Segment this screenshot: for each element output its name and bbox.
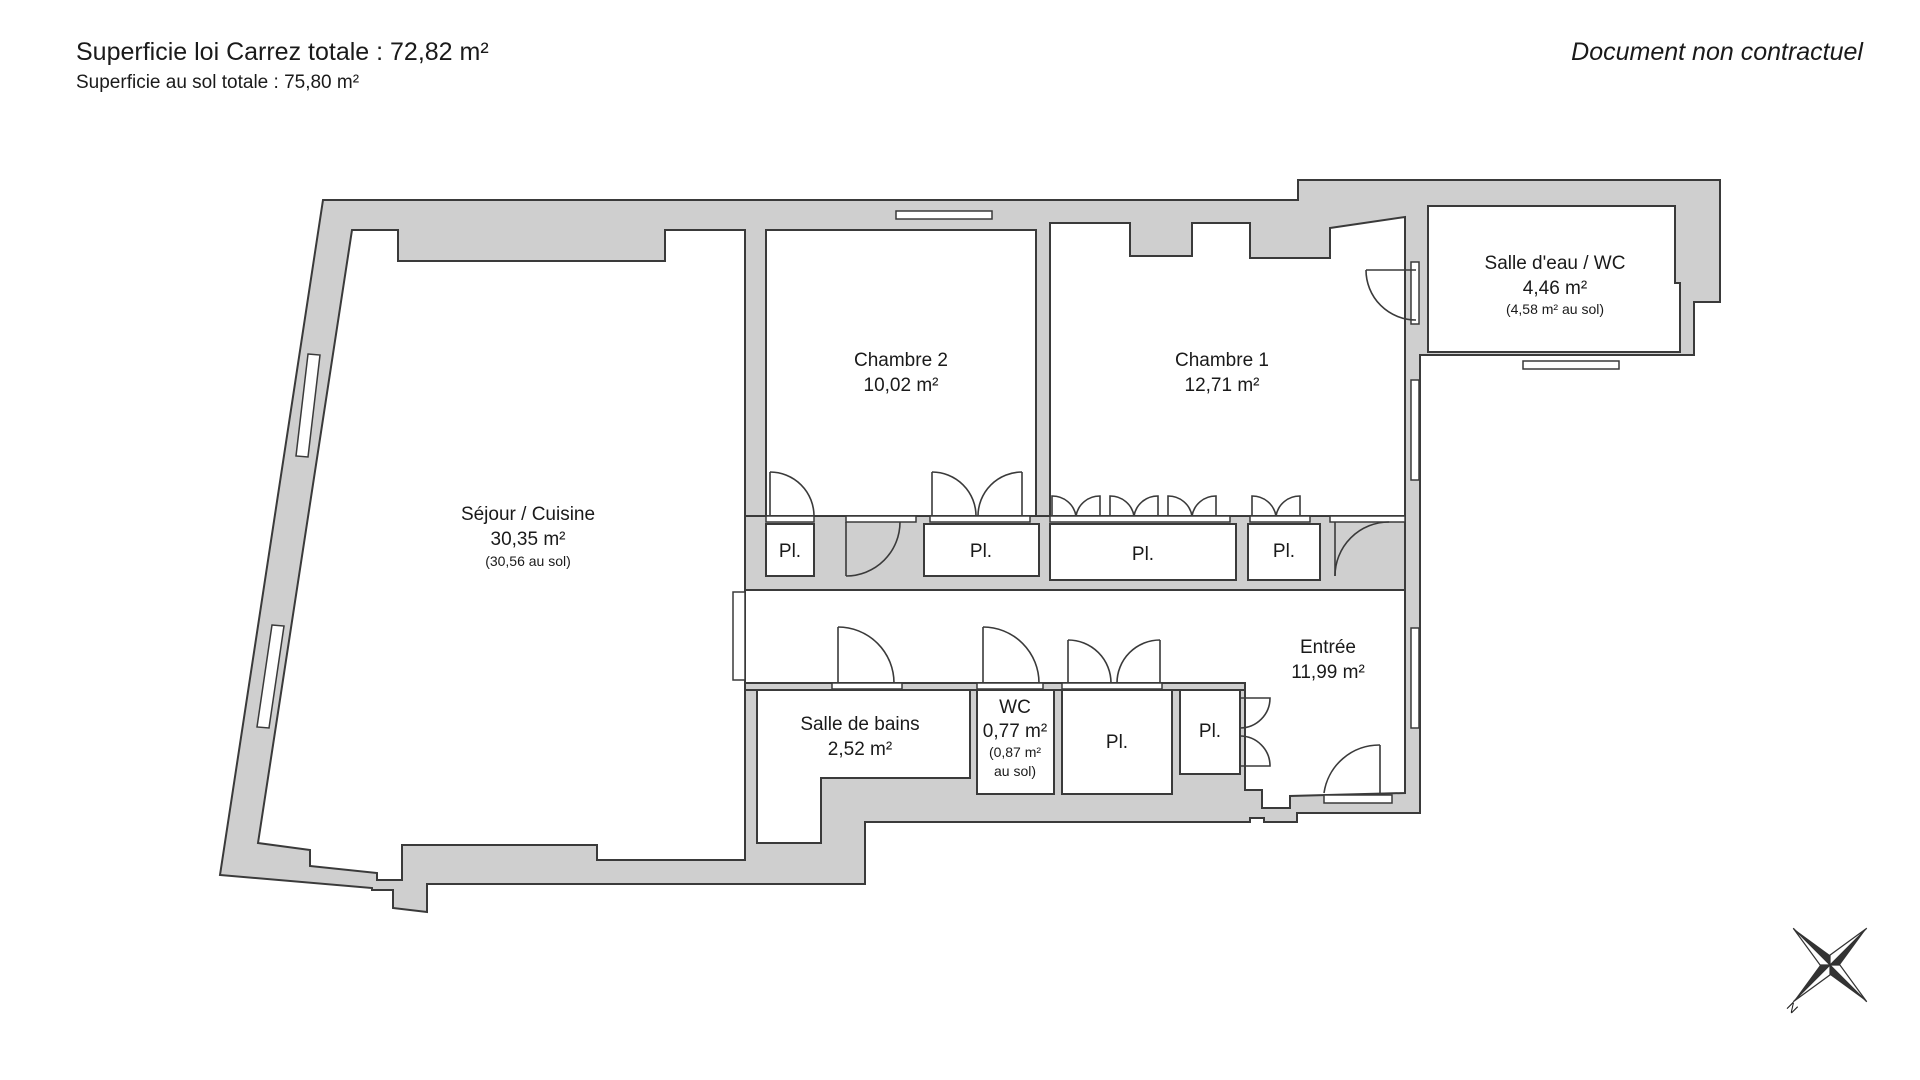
window [765,515,815,523]
room-note-wc-1: (0,87 m² [989,744,1041,760]
window [1249,515,1311,523]
room-name-salle-eau: Salle d'eau / WC [1485,253,1626,274]
room-note-wc-2: au sol) [994,763,1036,779]
window [1410,627,1420,729]
door [1323,744,1381,794]
closet-label: Pl. [970,541,992,562]
room-name-wc: WC [999,697,1031,718]
window [256,624,285,729]
room-area-salle-de-bains: 2,52 m² [828,739,892,760]
room-note-salle-eau: (4,58 m² au sol) [1506,301,1604,317]
door [982,626,1040,684]
window [1522,360,1620,370]
disclaimer: Document non contractuel [1571,38,1863,66]
closet-label: Pl. [1106,732,1128,753]
room-area-salle-eau: 4,46 m² [1523,278,1587,299]
closet [1179,689,1241,775]
closet [1247,523,1321,581]
closet [1049,523,1237,581]
room-salle-eau-wc [1427,205,1681,353]
window [1410,379,1420,481]
window [895,210,993,220]
closet [923,523,1040,577]
window [1410,261,1420,325]
door [1239,697,1271,767]
closet-label: Pl. [1273,541,1295,562]
closet-label: Pl. [779,541,801,562]
room-area-chambre-1: 12,71 m² [1185,375,1260,396]
door [769,471,815,517]
door [1067,639,1161,684]
closet-label: Pl. [1199,721,1221,742]
room-area-wc: 0,77 m² [983,721,1047,742]
room-area-sejour: 30,35 m² [491,529,566,550]
door [837,626,895,684]
door [845,521,901,577]
compass-north-label: N [1784,999,1801,1016]
window [845,515,917,523]
room-chambre-2 [765,229,1037,517]
door [1334,521,1390,577]
window [976,682,1044,690]
room-note-sejour: (30,56 au sol) [485,553,571,569]
room-name-entree: Entrée [1300,637,1356,658]
door [1051,495,1301,517]
window [1061,682,1163,690]
window [831,682,903,690]
door [1365,269,1417,321]
compass-rose [1792,927,1868,1003]
room-sejour-cuisine [256,229,746,881]
window [1329,515,1406,523]
closet [1061,689,1173,795]
closet-label: Pl. [1132,544,1154,565]
room-name-sejour: Séjour / Cuisine [461,504,595,525]
room-name-chambre-2: Chambre 2 [854,350,948,371]
door [931,471,1023,517]
room-area-entree: 11,99 m² [1291,662,1365,683]
window [732,591,746,681]
window [929,515,1031,523]
room-name-chambre-1: Chambre 1 [1175,350,1269,371]
window [295,353,321,458]
total-floor-area: Superficie au sol totale : 75,80 m² [76,72,360,93]
closet [765,523,815,577]
room-area-chambre-2: 10,02 m² [864,375,939,396]
room-name-salle-de-bains: Salle de bains [800,714,919,735]
window [1323,794,1393,804]
total-carrez-area: Superficie loi Carrez totale : 72,82 m² [76,38,489,66]
window [1049,515,1231,523]
